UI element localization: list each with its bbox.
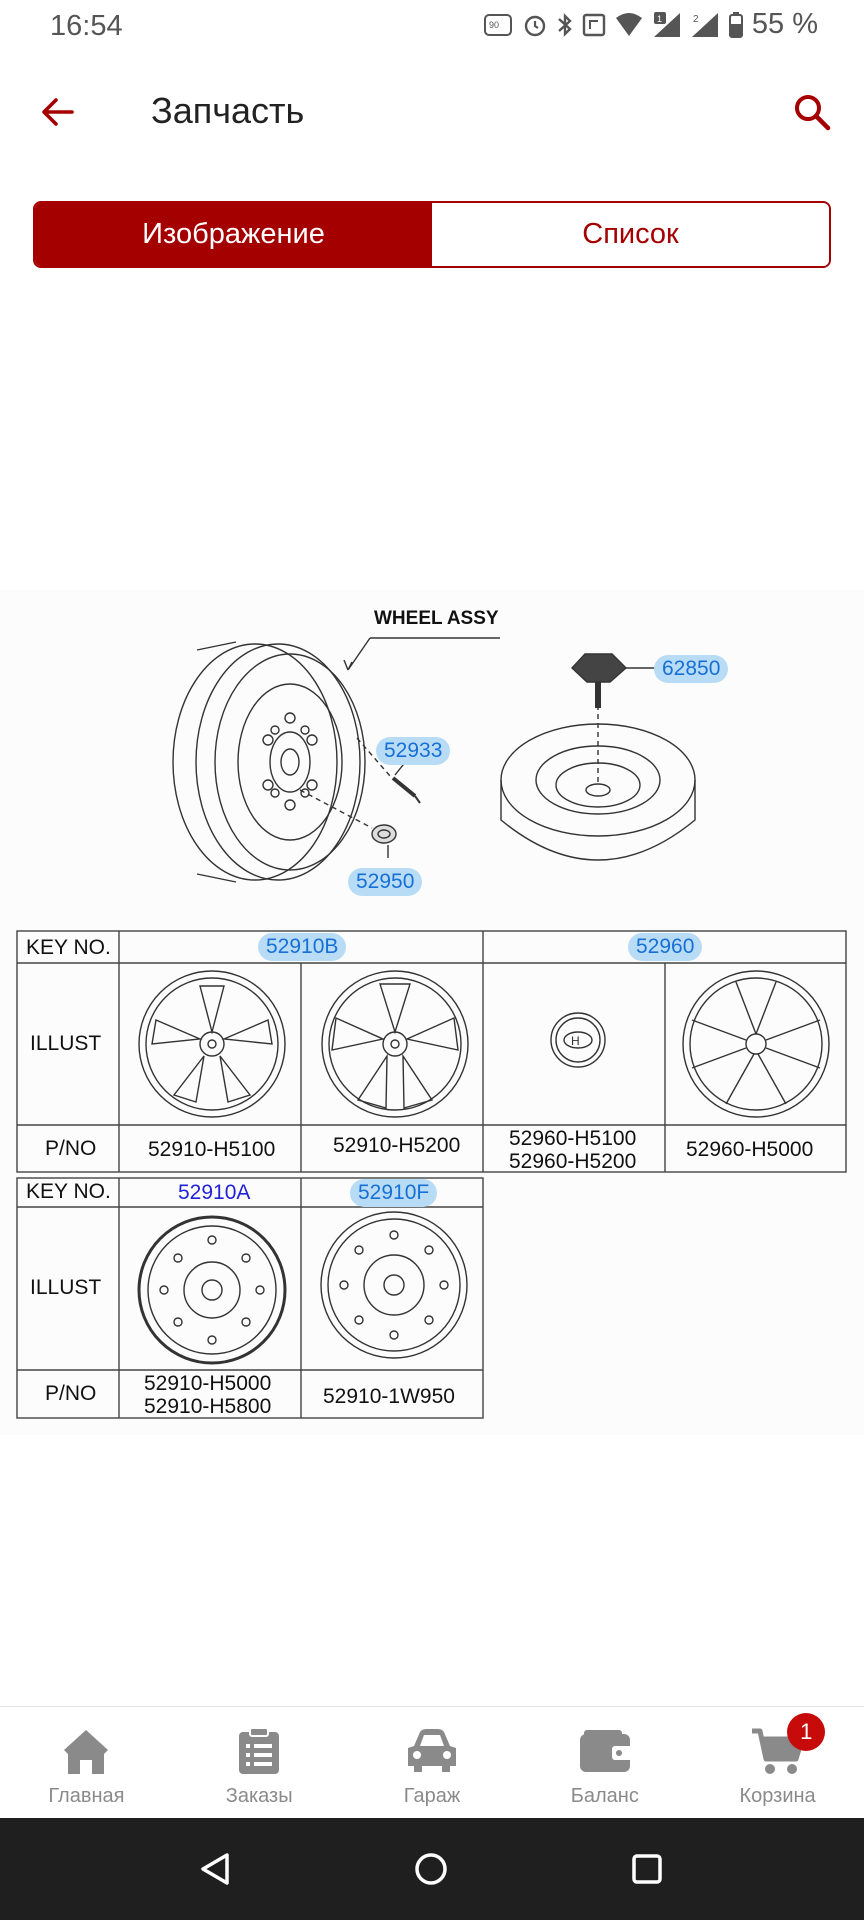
part-number[interactable]: 52910-H5200 <box>333 1134 461 1157</box>
hub-cap-drawing: H <box>550 1012 606 1068</box>
system-recents-button[interactable] <box>622 1844 672 1894</box>
callout-52960[interactable]: 52960 <box>628 933 703 961</box>
nav-label: Главная <box>48 1785 125 1807</box>
battery-percent: 55 % <box>751 8 818 40</box>
wallet-icon <box>577 1723 633 1779</box>
search-button[interactable] <box>782 82 842 142</box>
cart-badge: 1 <box>787 1713 826 1751</box>
callout-52910f[interactable]: 52910F <box>350 1179 438 1207</box>
callout-52950[interactable]: 52950 <box>348 868 423 896</box>
table2-illust-label: ILLUST <box>30 1276 102 1299</box>
table1-key-label: KEY NO. <box>26 936 111 959</box>
sim1-label: 1 <box>657 14 662 24</box>
nav-label: Заказы <box>225 1785 293 1807</box>
nut-drawing <box>299 789 397 844</box>
svg-text:H: H <box>571 1034 580 1048</box>
signal-1-icon: 1 <box>652 11 682 39</box>
part-number[interactable]: 52910-H5800 <box>144 1395 272 1418</box>
callout-52910b[interactable]: 52910B <box>258 933 347 961</box>
view-toggle: Изображение Список <box>33 201 831 268</box>
refresh-rate-icon: 90 <box>483 12 514 38</box>
system-home-button[interactable] <box>406 1844 456 1894</box>
part-number[interactable]: 52960-H5100 <box>509 1127 637 1150</box>
table1-pno-label: P/NO <box>45 1137 97 1160</box>
circle-home-icon <box>415 1853 447 1885</box>
battery-icon <box>728 11 744 39</box>
valve-drawing <box>356 737 421 804</box>
arrow-left-icon <box>42 98 74 126</box>
table1-grid <box>16 930 847 1173</box>
nfc-icon <box>582 12 606 38</box>
steel-rim-drawing <box>172 641 366 883</box>
bluetooth-icon <box>556 11 574 39</box>
nav-home[interactable]: Главная <box>0 1707 173 1818</box>
search-icon <box>795 95 831 131</box>
orders-icon <box>231 1723 287 1779</box>
table1-illust-label: ILLUST <box>30 1032 102 1055</box>
page-title: Запчасть <box>151 90 305 131</box>
nav-label: Корзина <box>739 1785 816 1807</box>
sim2-label: 2 <box>693 14 699 25</box>
status-bar: 16:54 90 1 2 <box>0 0 864 52</box>
home-icon <box>58 1723 114 1779</box>
steel-wheel-1-drawing <box>137 1215 287 1365</box>
alloy-wheel-1-drawing <box>138 970 286 1118</box>
part-number[interactable]: 52910-H5100 <box>148 1138 276 1161</box>
alloy-wheel-2-drawing <box>321 970 469 1118</box>
table2-grid <box>16 1177 484 1419</box>
nav-orders[interactable]: Заказы <box>173 1707 346 1818</box>
tab-list[interactable]: Список <box>432 203 829 266</box>
status-icons: 90 1 2 55 % <box>483 8 818 41</box>
system-navigation-bar <box>0 1818 864 1920</box>
alarm-icon <box>522 12 548 38</box>
nav-garage[interactable]: Гараж <box>346 1707 519 1818</box>
table2-pno-label: P/NO <box>45 1382 97 1405</box>
wifi-icon <box>614 12 644 38</box>
part-number[interactable]: 52910-H5000 <box>144 1372 272 1395</box>
callout-52933[interactable]: 52933 <box>376 737 451 765</box>
part-number[interactable]: 52910-1W950 <box>323 1385 455 1408</box>
parts-diagram[interactable]: H WHEEL ASS <box>0 590 864 1435</box>
signal-2-icon: 2 <box>690 11 720 39</box>
diagram-drawing: H <box>16 637 847 1419</box>
table2-key-label: KEY NO. <box>26 1180 111 1203</box>
nav-label: Гараж <box>403 1785 461 1807</box>
alloy-wheel-3-drawing <box>682 970 830 1118</box>
callout-62850[interactable]: 62850 <box>654 655 729 683</box>
app-bar: Запчасть <box>0 70 864 150</box>
car-icon <box>404 1723 460 1779</box>
spare-tire-drawing <box>500 696 696 861</box>
status-time: 16:54 <box>50 10 123 42</box>
part-number[interactable]: 52960-H5200 <box>509 1150 637 1173</box>
triangle-back-icon <box>201 1853 229 1885</box>
spare-holder-drawing <box>571 653 656 708</box>
part-number[interactable]: 52960-H5000 <box>686 1138 814 1161</box>
bottom-navigation: Главная Заказы Гараж Баланс Корзина 1 <box>0 1706 864 1818</box>
system-back-button[interactable] <box>190 1844 240 1894</box>
nav-balance[interactable]: Баланс <box>518 1707 691 1818</box>
steel-wheel-2-drawing <box>320 1211 468 1359</box>
back-button[interactable] <box>28 82 88 142</box>
callout-52910a[interactable]: 52910A <box>178 1181 251 1204</box>
tab-image[interactable]: Изображение <box>35 203 432 266</box>
square-recents-icon <box>632 1854 662 1884</box>
diagram-title: WHEEL ASSY <box>374 608 499 629</box>
svg-text:90: 90 <box>489 20 499 30</box>
nav-cart[interactable]: Корзина 1 <box>691 1707 864 1818</box>
nav-label: Баланс <box>570 1785 639 1807</box>
